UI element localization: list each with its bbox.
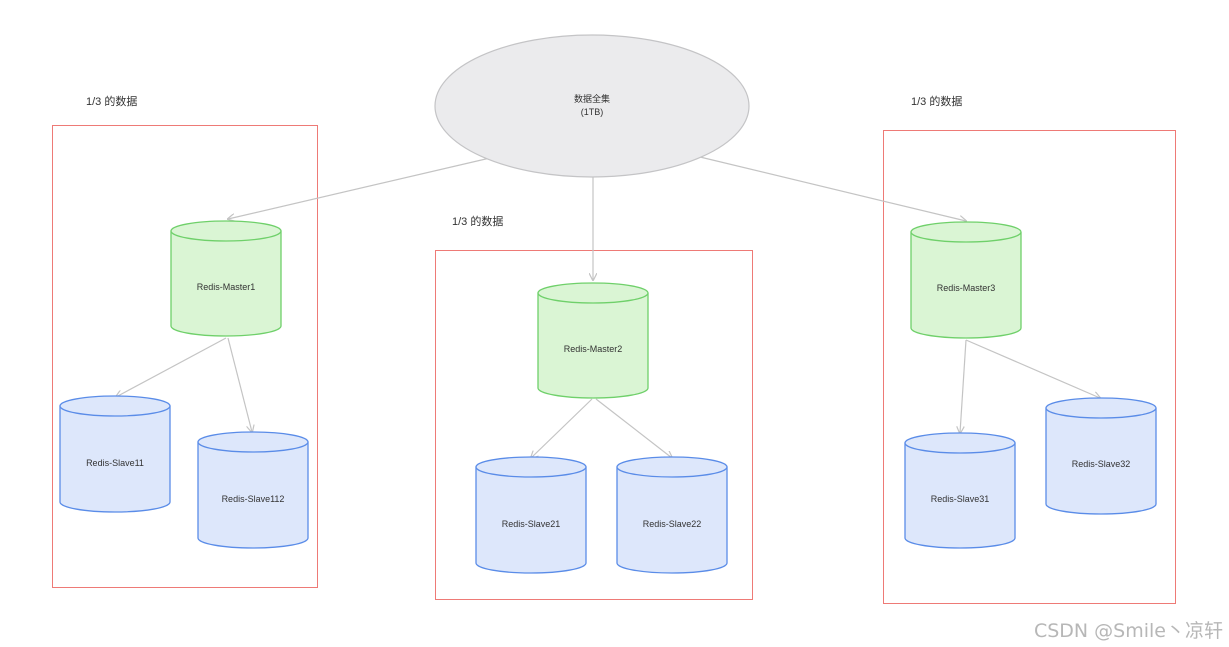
group-box-3	[883, 130, 1176, 604]
arrow-master2-to-slave22	[595, 398, 672, 458]
slave-cylinder-top	[59, 395, 171, 417]
slave-cylinder-top	[475, 456, 587, 478]
arrow-master2-to-slave21	[531, 398, 593, 458]
slave-cylinder-top	[1045, 397, 1157, 419]
slave-node-22: Redis-Slave22	[616, 456, 728, 574]
master-cylinder-body	[537, 293, 649, 399]
master-cylinder-top	[910, 221, 1022, 243]
slave-cylinder-top	[197, 431, 309, 453]
slave-cylinder-body	[197, 442, 309, 549]
root-title: 数据全集	[574, 93, 610, 104]
group-label-2: 1/3 的数据	[452, 216, 504, 228]
slave-node-21: Redis-Slave21	[475, 456, 587, 574]
group-label-3: 1/3 的数据	[911, 96, 963, 108]
group-box-1	[52, 125, 318, 588]
master-label: Redis-Master1	[197, 282, 256, 292]
slave-cylinder-top	[904, 432, 1016, 454]
arrow-master1-to-slave112	[227, 337, 252, 432]
master-label: Redis-Master2	[564, 344, 623, 354]
master-cylinder-top	[170, 220, 282, 242]
slave-cylinder-top	[616, 456, 728, 478]
master-cylinder-body	[910, 232, 1022, 339]
arrow-root-to-master1	[228, 157, 491, 219]
slave-cylinder-body	[1045, 408, 1157, 515]
slave-node-112: Redis-Slave112	[197, 431, 309, 549]
slave-label: Redis-Slave32	[1072, 459, 1131, 469]
master-node-3: Redis-Master3	[910, 221, 1022, 339]
arrow-master3-to-slave32	[965, 339, 1100, 398]
slave-label: Redis-Slave11	[86, 458, 144, 468]
slave-node-31: Redis-Slave31	[904, 432, 1016, 549]
group-box-2	[435, 250, 753, 600]
root-dataset-node: 数据全集 (1TB)	[434, 34, 750, 178]
slave-label: Redis-Slave31	[931, 494, 990, 504]
slave-cylinder-body	[475, 467, 587, 574]
arrow-master1-to-slave11	[116, 337, 227, 397]
master-node-2: Redis-Master2	[537, 282, 649, 399]
master-cylinder-top	[537, 282, 649, 304]
watermark: CSDN @Smile丶凉轩	[1033, 620, 1223, 642]
slave-cylinder-body	[59, 406, 171, 513]
slave-node-11: Redis-Slave11	[59, 395, 171, 513]
slave-cylinder-body	[616, 467, 728, 574]
master-node-1: Redis-Master1	[170, 220, 282, 337]
slave-label: Redis-Slave21	[502, 519, 561, 529]
slave-cylinder-body	[904, 443, 1016, 549]
root-subtitle: (1TB)	[581, 107, 604, 117]
root-ellipse	[434, 34, 750, 178]
group-label-1: 1/3 的数据	[86, 96, 138, 108]
slave-node-32: Redis-Slave32	[1045, 397, 1157, 515]
connectors	[116, 156, 1100, 458]
arrow-master3-to-slave31	[960, 339, 967, 433]
master-label: Redis-Master3	[937, 283, 996, 293]
arrow-root-to-master3	[699, 156, 966, 221]
slave-label: Redis-Slave112	[222, 494, 285, 504]
slave-label: Redis-Slave22	[643, 519, 702, 529]
master-cylinder-body	[170, 231, 282, 337]
